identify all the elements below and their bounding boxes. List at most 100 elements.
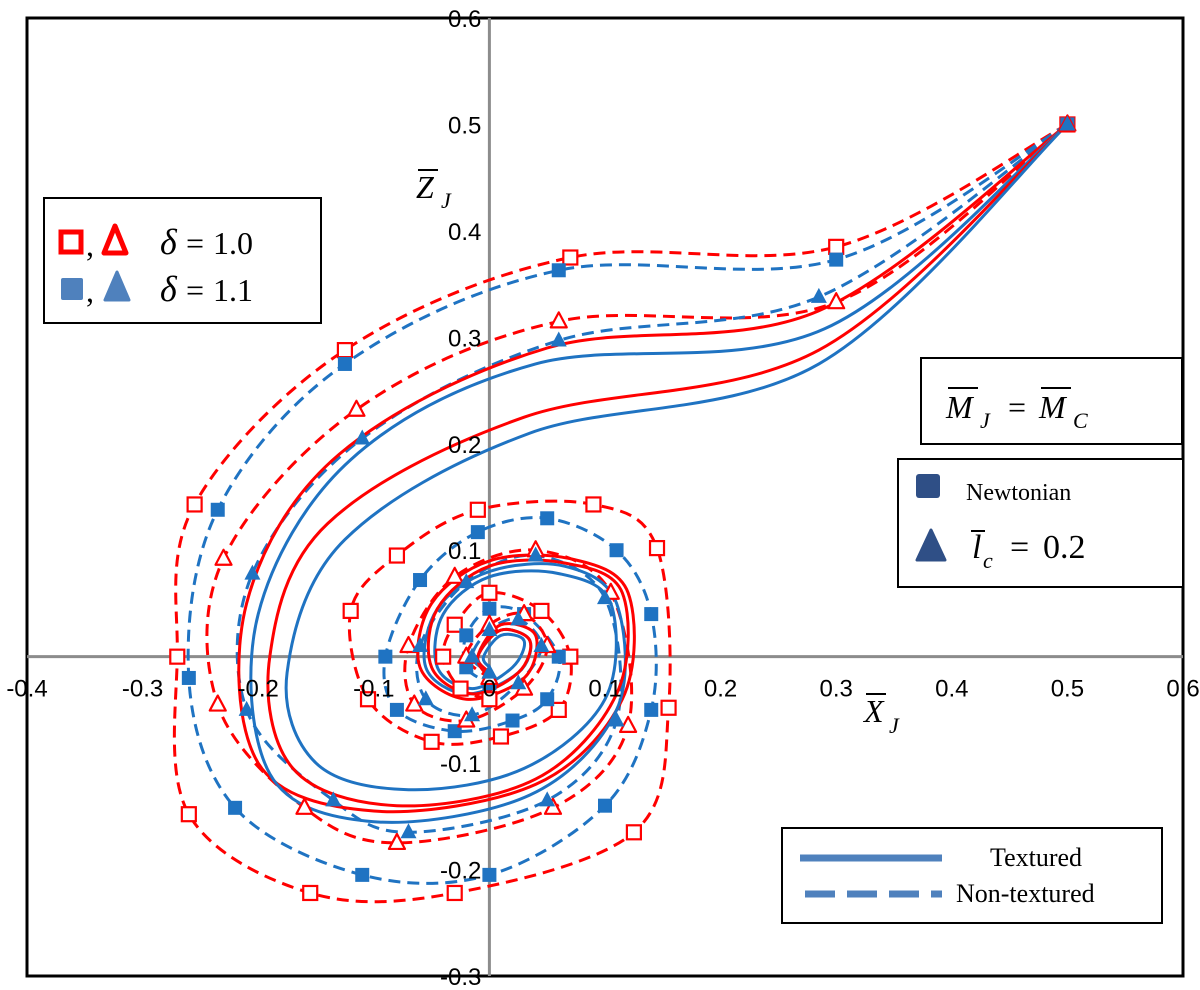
data-point-red-nontextured-newtonian — [302, 884, 319, 902]
delta-legend-red-triangle-marker — [101, 223, 129, 256]
data-point-blue-nontextured-newtonian — [609, 543, 624, 558]
data-point-red-nontextured-micropolar — [208, 694, 227, 712]
data-point-blue-nontextured-micropolar — [354, 429, 371, 445]
data-point-blue-nontextured-newtonian — [644, 702, 659, 717]
x-tick-label: -0.4 — [6, 676, 47, 703]
x-tick-label: 0.6 — [1166, 676, 1199, 703]
data-point-red-nontextured-newtonian — [492, 728, 510, 745]
data-point-blue-nontextured-newtonian — [829, 252, 844, 267]
data-point-blue-nontextured-newtonian — [540, 511, 555, 526]
x-tick-label: 0.1 — [588, 676, 621, 703]
data-point-red-nontextured-newtonian — [336, 342, 353, 359]
mass-eq: = — [1008, 389, 1026, 425]
data-point-red-nontextured-newtonian — [435, 648, 452, 665]
y-tick-label: -0.1 — [440, 751, 481, 778]
x-tick-label: -0.2 — [238, 676, 279, 703]
data-point-blue-nontextured-newtonian — [378, 649, 393, 664]
data-point-blue-nontextured-micropolar — [527, 546, 544, 562]
couple-stress-symbol: l — [972, 529, 981, 566]
surface-legend-textured-label: Textured — [990, 843, 1082, 872]
data-point-red-nontextured-micropolar — [445, 566, 464, 584]
data-point-blue-nontextured-newtonian — [459, 628, 474, 643]
data-point-red-nontextured-micropolar — [347, 399, 366, 417]
data-point-blue-nontextured-newtonian — [598, 798, 612, 813]
delta-legend-box — [43, 197, 322, 324]
model-legend-box — [897, 458, 1184, 588]
model-legend-newtonian-marker — [916, 474, 940, 498]
mass-right-sub: C — [1073, 408, 1088, 433]
y-tick-label: -0.3 — [440, 964, 481, 985]
data-point-blue-nontextured-micropolar — [510, 674, 527, 690]
data-point-blue-nontextured-micropolar — [533, 637, 550, 653]
surface-legend: Textured Non-textured — [781, 827, 1163, 924]
data-point-blue-nontextured-newtonian — [413, 573, 428, 588]
series-line-blue-textured-micropolar — [284, 123, 1069, 792]
data-point-blue-nontextured-micropolar — [464, 647, 481, 663]
delta-legend-delta-2: δ — [160, 269, 178, 309]
couple-stress-eq: = — [1010, 529, 1029, 566]
y-tick-label: 0.5 — [448, 112, 481, 139]
x-tick-label: 0 — [483, 676, 496, 703]
delta-legend-blue-square-marker — [61, 278, 83, 300]
data-point-blue-nontextured-newtonian — [337, 356, 352, 371]
data-point-blue-nontextured-newtonian — [355, 867, 370, 882]
data-point-blue-nontextured-newtonian — [644, 607, 659, 622]
data-point-red-nontextured-micropolar — [214, 548, 233, 566]
data-point-blue-nontextured-newtonian — [505, 713, 520, 728]
data-point-blue-nontextured-micropolar — [464, 706, 481, 722]
delta-legend: , δ = 1.0 , δ = 1.1 — [43, 197, 322, 324]
data-point-blue-nontextured-newtonian — [459, 660, 474, 675]
delta-legend-value-2: 1.1 — [213, 272, 253, 308]
x-tick-label: 0.5 — [1051, 676, 1084, 703]
delta-legend-red-square-marker — [58, 229, 84, 255]
data-point-red-nontextured-micropolar — [295, 797, 314, 815]
data-point-red-nontextured-newtonian — [481, 691, 498, 708]
data-point-red-nontextured-micropolar — [619, 715, 638, 733]
x-axis-title-sub: J — [889, 713, 900, 738]
series-line-red-nontextured-micropolar — [205, 123, 1069, 845]
data-point-red-nontextured-newtonian — [550, 701, 567, 718]
data-point-red-nontextured-newtonian — [481, 584, 498, 601]
model-legend-newtonian-label: Newtonian — [966, 480, 1071, 506]
series-line-blue-nontextured-newtonian — [186, 123, 1069, 885]
data-point-red-nontextured-newtonian — [342, 602, 359, 619]
data-point-blue-nontextured-newtonian — [210, 502, 225, 517]
data-point-red-nontextured-newtonian — [359, 691, 377, 708]
data-point-blue-nontextured-micropolar — [539, 791, 556, 807]
x-tick-label: -0.1 — [353, 676, 394, 703]
model-legend-couple-stress-marker — [915, 528, 947, 562]
data-point-blue-nontextured-micropolar — [412, 637, 429, 653]
data-point-blue-nontextured-newtonian — [482, 867, 497, 882]
axes-layer — [27, 18, 1183, 976]
data-point-blue-nontextured-newtonian — [551, 649, 566, 664]
data-point-blue-nontextured-newtonian — [181, 670, 196, 685]
data-point-red-nontextured-newtonian — [533, 602, 550, 619]
y-tick-label: 0.4 — [448, 219, 481, 246]
data-point-red-nontextured-newtonian — [446, 616, 463, 633]
y-tick-label: -0.2 — [440, 858, 481, 885]
data-point-blue-nontextured-micropolar — [550, 331, 567, 347]
data-point-red-nontextured-newtonian — [648, 539, 666, 557]
data-point-blue-nontextured-micropolar — [1059, 115, 1076, 131]
data-point-red-nontextured-micropolar — [827, 292, 846, 310]
data-point-red-nontextured-newtonian — [446, 884, 463, 902]
data-point-blue-nontextured-micropolar — [481, 621, 498, 637]
couple-stress-value: 0.2 — [1043, 529, 1086, 566]
mass-equality-legend: M J = M C — [920, 357, 1183, 445]
y-axis-title: Z J — [416, 169, 452, 213]
data-point-red-nontextured-newtonian — [625, 824, 643, 841]
data-point-blue-nontextured-newtonian — [540, 692, 555, 707]
x-tick-label: -0.3 — [122, 676, 163, 703]
data-point-red-nontextured-newtonian — [169, 648, 186, 665]
model-legend: Newtonian l c = 0.2 — [897, 458, 1184, 588]
data-point-red-nontextured-micropolar — [399, 635, 418, 654]
data-point-blue-nontextured-micropolar — [608, 711, 625, 727]
x-tick-label: 0.4 — [935, 676, 968, 703]
data-point-blue-nontextured-newtonian — [470, 525, 485, 540]
y-axis-title-sub: J — [441, 188, 452, 213]
data-point-blue-nontextured-micropolar — [810, 287, 827, 303]
mass-legend-box — [920, 357, 1183, 445]
